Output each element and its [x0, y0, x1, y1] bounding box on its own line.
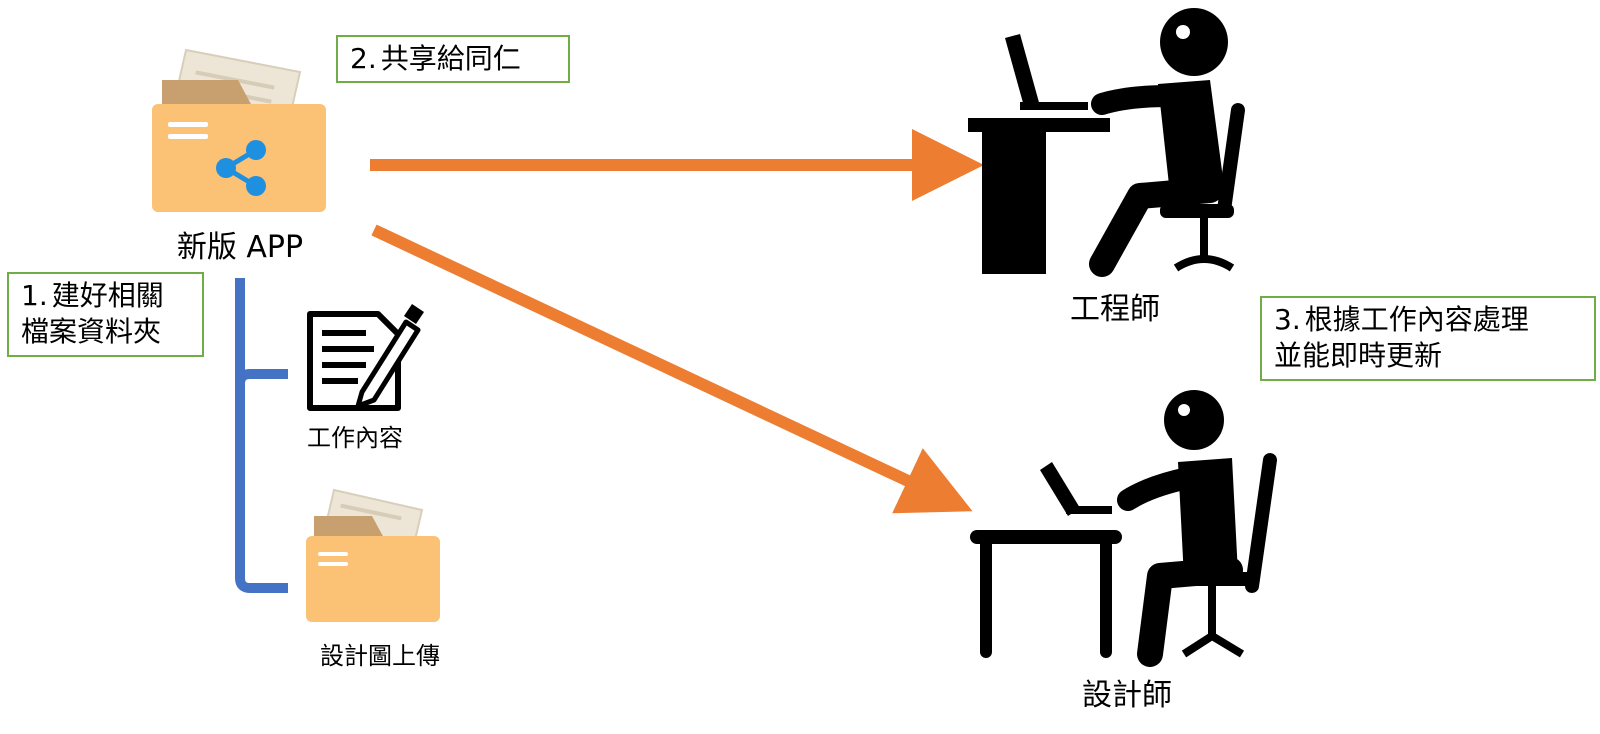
folder-share-icon [152, 48, 326, 212]
design-upload-label: 設計圖上傳 [320, 642, 440, 670]
step-3-text: 根據工作內容處理 [1304, 303, 1529, 336]
folder-icon [306, 488, 440, 622]
step-2-text: 共享給同仁 [380, 42, 521, 75]
engineer-at-desk-icon [968, 8, 1245, 277]
step-2-box: 2.共享給同仁 [336, 35, 570, 84]
arrow-to-designer [371, 224, 973, 514]
step-3-line1: 3.根據工作內容處理 [1274, 302, 1582, 338]
document-pen-icon [307, 304, 424, 411]
step-2-number: 2. [350, 42, 377, 75]
designer-label: 設計師 [1082, 678, 1172, 713]
step-3-line2: 並能即時更新 [1274, 339, 1443, 373]
step-1-text: 建好相關 [51, 279, 164, 312]
step-1-line2: 檔案資料夾 [21, 315, 162, 349]
step-1-line1: 1.建好相關 [21, 278, 190, 314]
step-3-box: 3.根據工作內容處理 並能即時更新 [1260, 296, 1596, 381]
work-content-label: 工作內容 [307, 424, 403, 452]
bracket-connector [235, 278, 288, 593]
engineer-label: 工程師 [1070, 292, 1160, 327]
designer-at-desk-icon [970, 390, 1277, 667]
step-3-number: 3. [1274, 303, 1301, 336]
app-label: 新版 APP [176, 230, 304, 265]
step-1-box: 1.建好相關 檔案資料夾 [7, 272, 204, 357]
step-1-number: 1. [21, 279, 48, 312]
